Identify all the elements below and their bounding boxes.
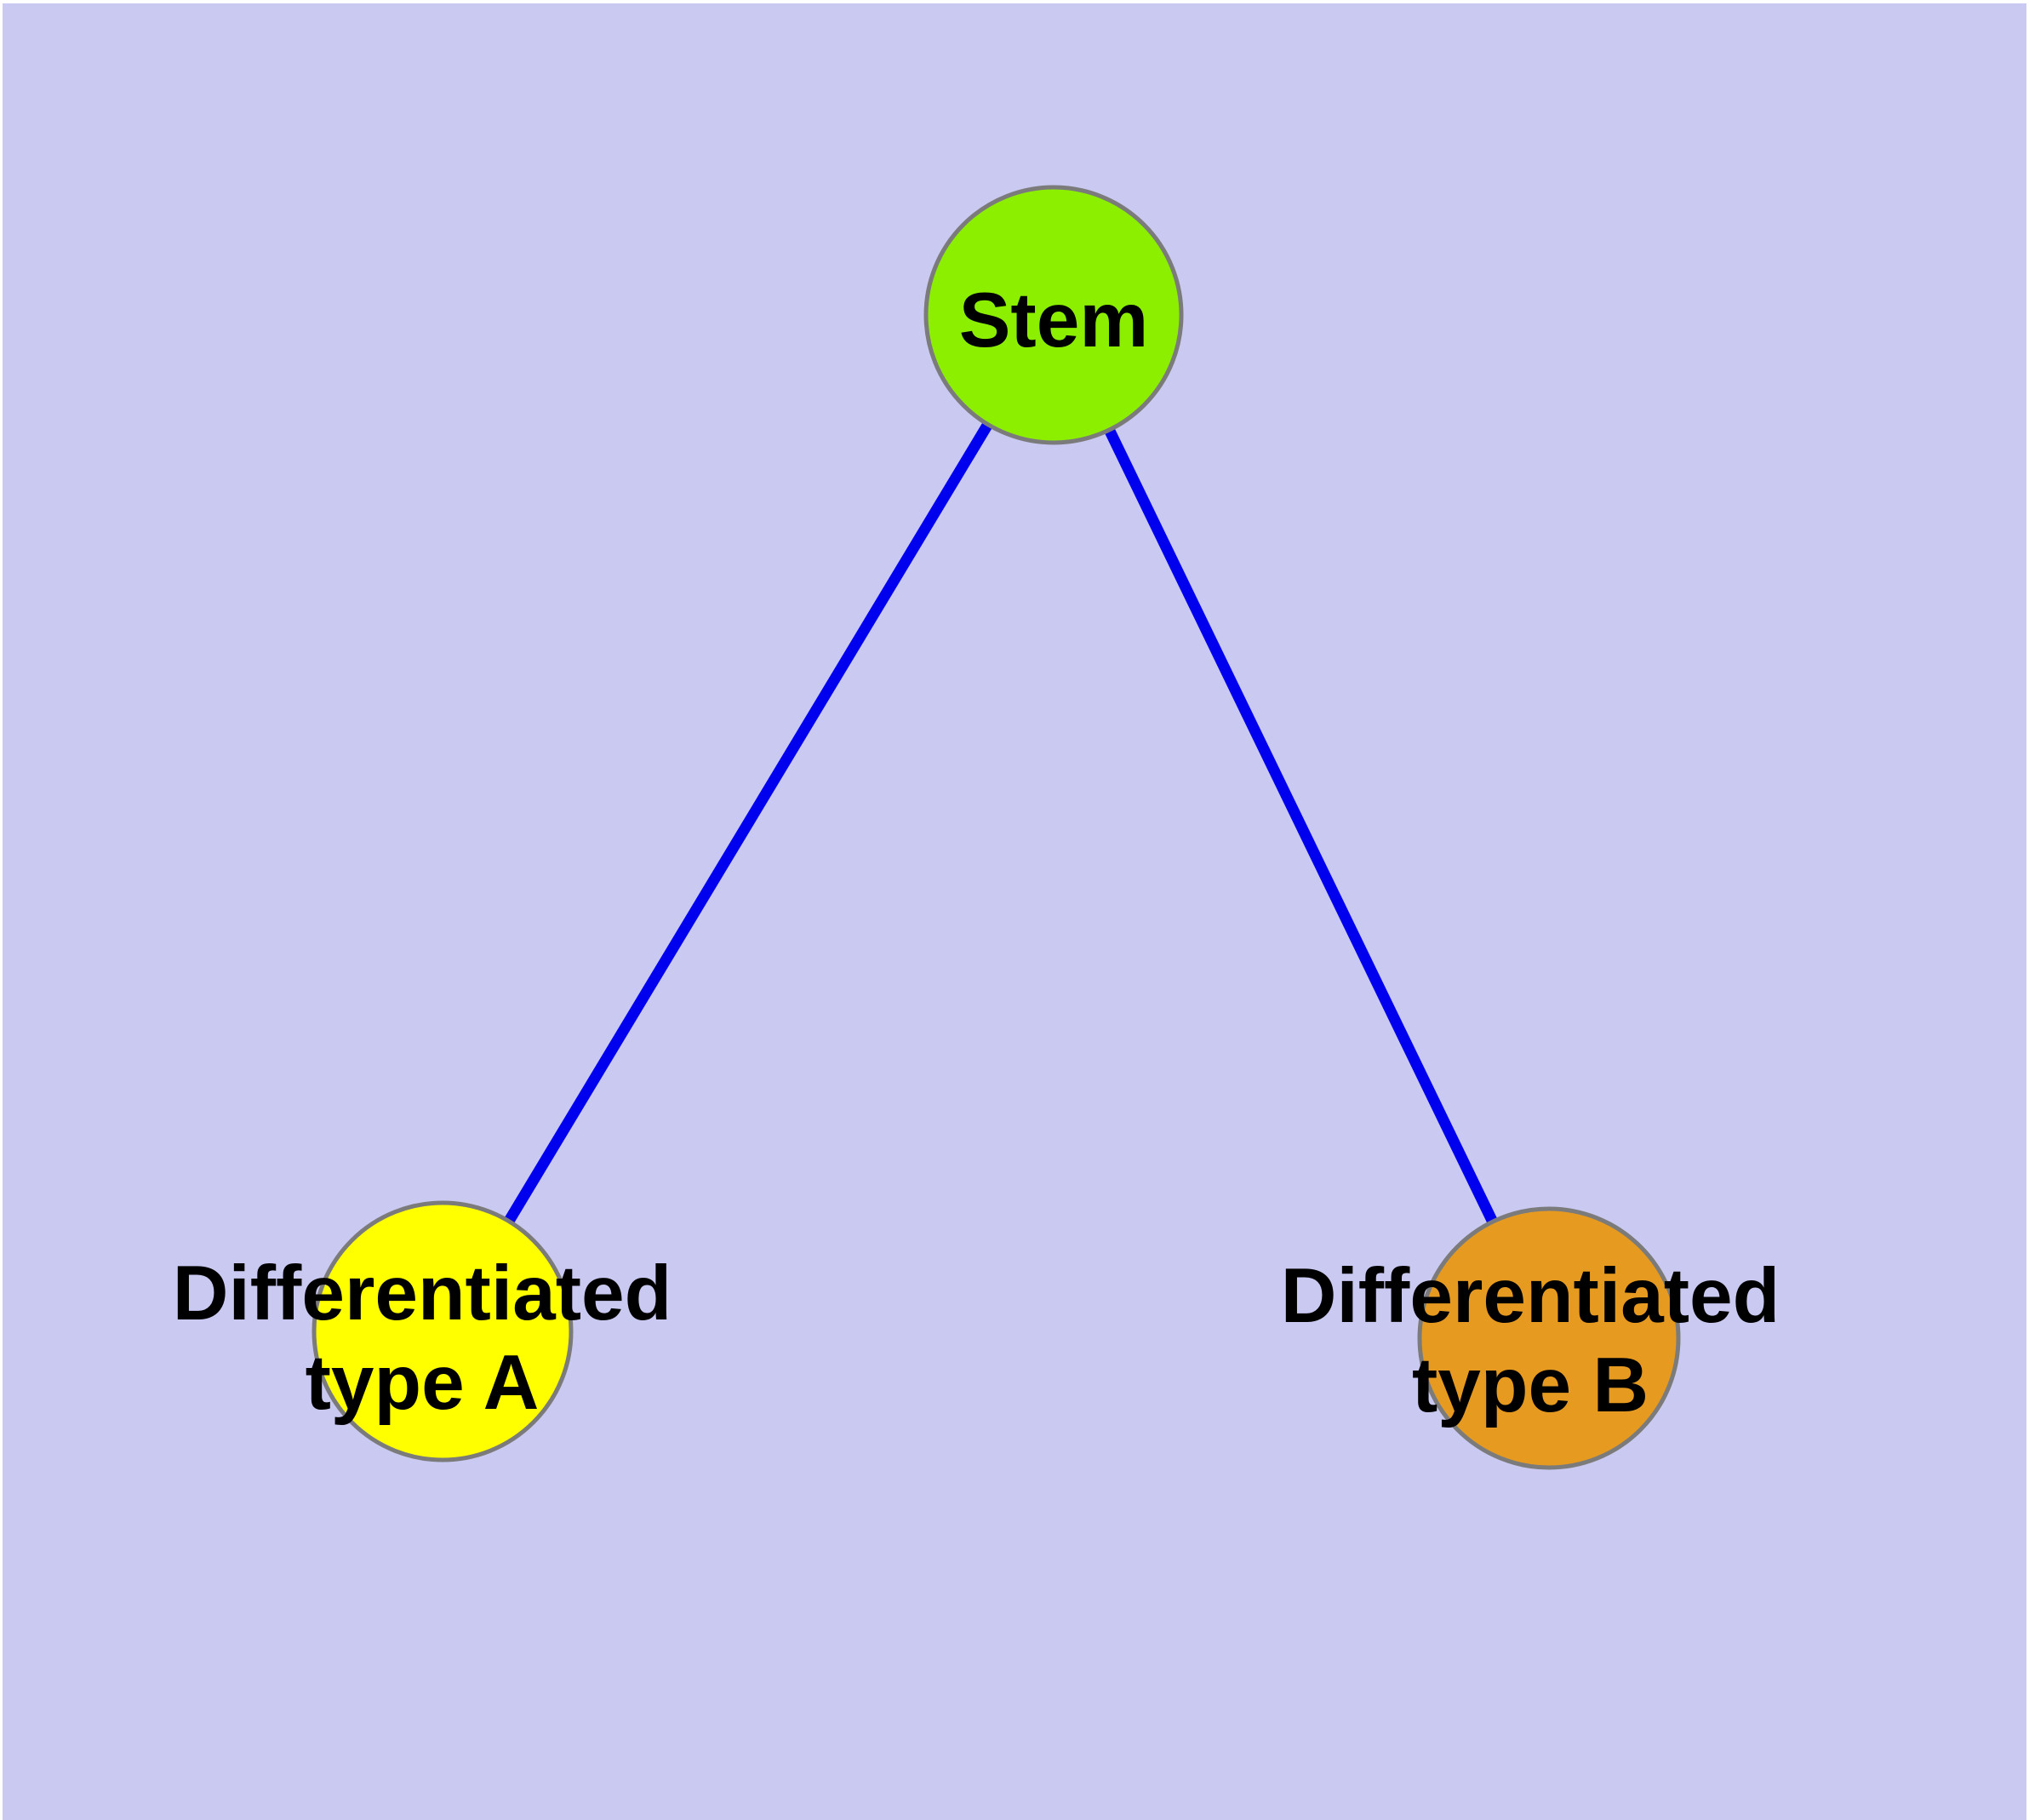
node-differentiated-type-b xyxy=(1417,1206,1681,1470)
node-type-a-label-line2: type A xyxy=(306,1340,540,1426)
node-stem xyxy=(923,185,1184,445)
edge-stem-to-type-a xyxy=(437,312,1059,1335)
node-differentiated-type-a xyxy=(311,1200,574,1462)
node-type-a-label-line1: Differentiated xyxy=(173,1251,672,1336)
node-type-b-label-line1: Differentiated xyxy=(1281,1253,1780,1339)
node-type-b-label-line2: type B xyxy=(1412,1342,1649,1428)
edge-stem-to-type-b xyxy=(1049,312,1554,1341)
node-stem-label: Stem xyxy=(959,278,1149,363)
